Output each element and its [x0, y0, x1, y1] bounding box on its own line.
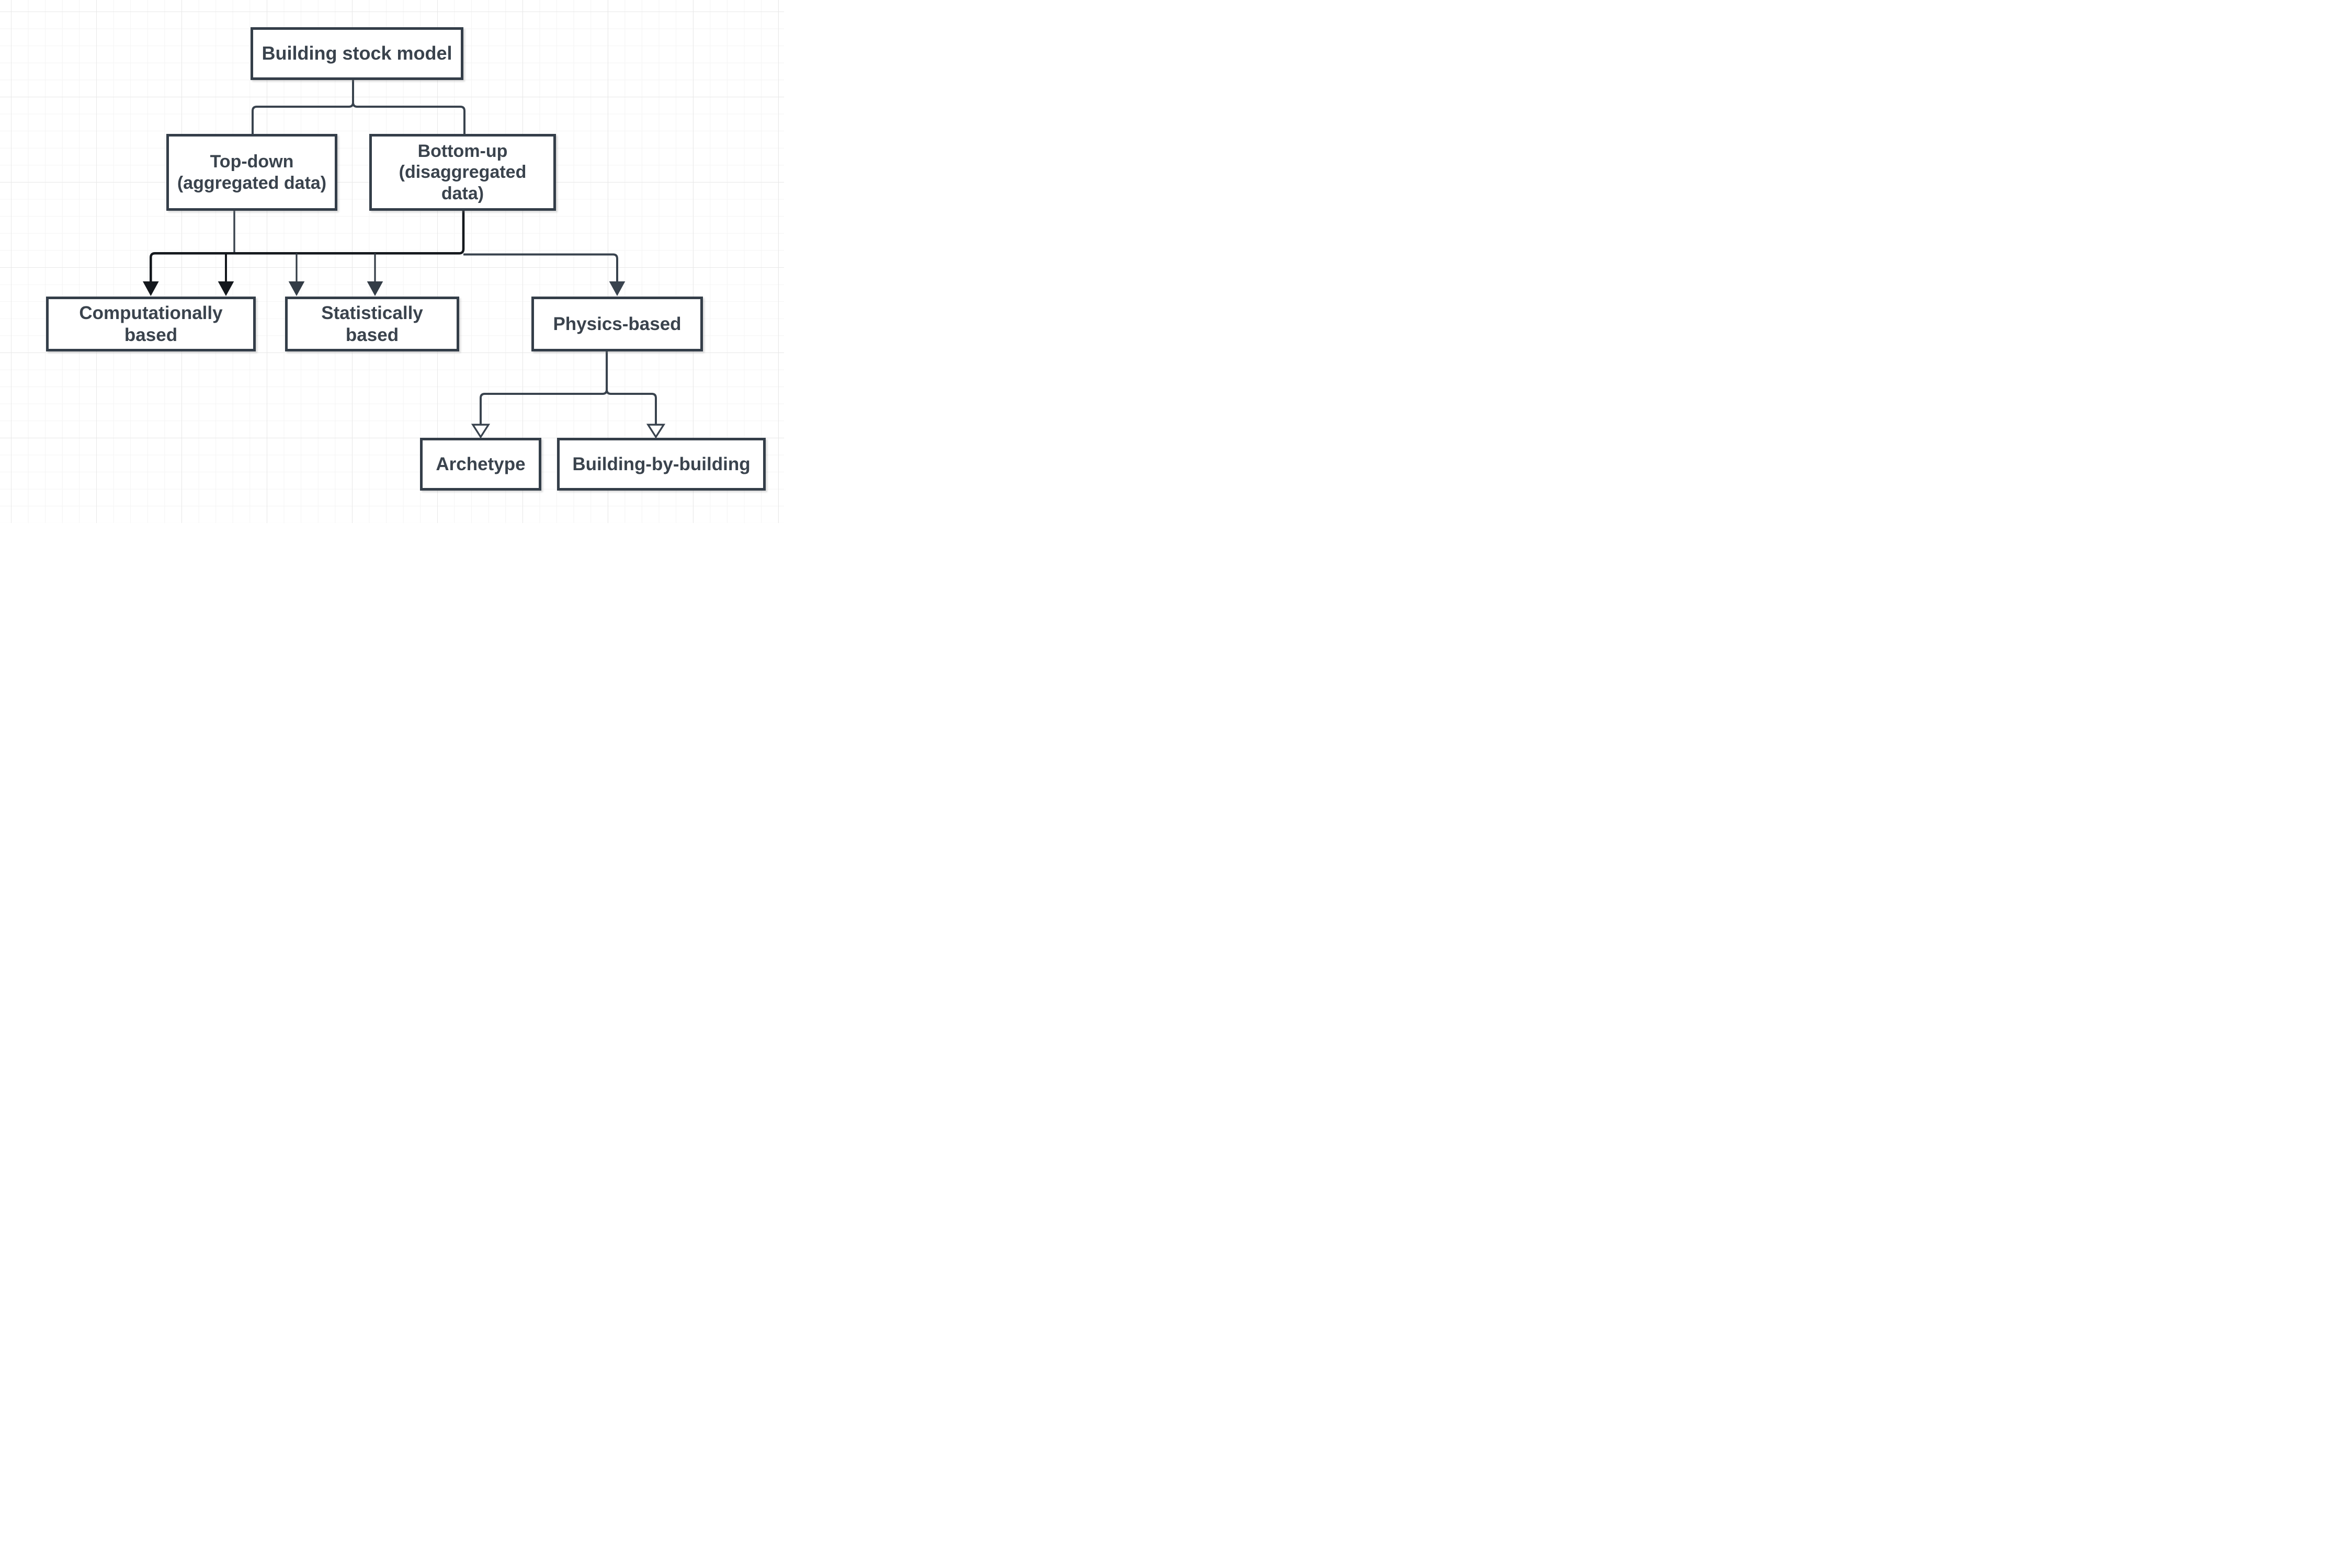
building-by-building-node[interactable]: Building-by-building: [557, 438, 766, 491]
arrowhead-physics-icon: [609, 281, 626, 296]
node-label: Building-by-building: [572, 453, 751, 474]
arrowhead-computational-left-icon: [143, 281, 159, 296]
node-label-line1: Bottom-up: [417, 141, 508, 162]
node-label: Physics-based: [553, 313, 682, 334]
statistically-based-node[interactable]: Statistically based: [285, 297, 459, 351]
diagram-canvas: Building stock model Top-down (aggregate…: [0, 0, 784, 523]
arrowhead-statistical-left-icon: [288, 281, 305, 296]
edge-root-to-top-down: [252, 80, 354, 134]
physics-based-node[interactable]: Physics-based: [531, 297, 703, 351]
node-label-line3: data): [441, 183, 484, 203]
node-label-line1: Computationally: [79, 303, 223, 324]
node-label: Building stock model: [262, 42, 452, 64]
node-label-line1: Top-down: [210, 152, 294, 172]
edge-physics-to-building: [606, 351, 657, 424]
arrowhead-archetype-open-icon: [471, 424, 491, 439]
arrowhead-computational-right-icon: [218, 281, 234, 296]
arrowhead-building-open-icon: [646, 424, 666, 439]
computationally-based-node[interactable]: Computationally based: [46, 297, 256, 351]
edge-main-rail: [150, 211, 465, 282]
building-stock-model-node[interactable]: Building stock model: [251, 27, 463, 80]
edge-physics-to-archetype: [480, 351, 608, 424]
archetype-node[interactable]: Archetype: [420, 438, 541, 491]
edge-rail-to-physics: [463, 253, 618, 282]
node-label-line1: Statistically: [321, 303, 423, 324]
node-label-line2: based: [345, 324, 399, 345]
node-label-line2: based: [124, 324, 178, 345]
arrowhead-statistical-right-icon: [367, 281, 383, 296]
node-label-line2: (disaggregated: [399, 162, 527, 183]
top-down-node[interactable]: Top-down (aggregated data): [166, 134, 337, 211]
node-label-line2: (aggregated data): [177, 173, 327, 193]
node-label: Archetype: [436, 453, 526, 474]
bottom-up-node[interactable]: Bottom-up (disaggregated data): [369, 134, 556, 211]
edge-root-to-bottom-up: [352, 80, 465, 134]
